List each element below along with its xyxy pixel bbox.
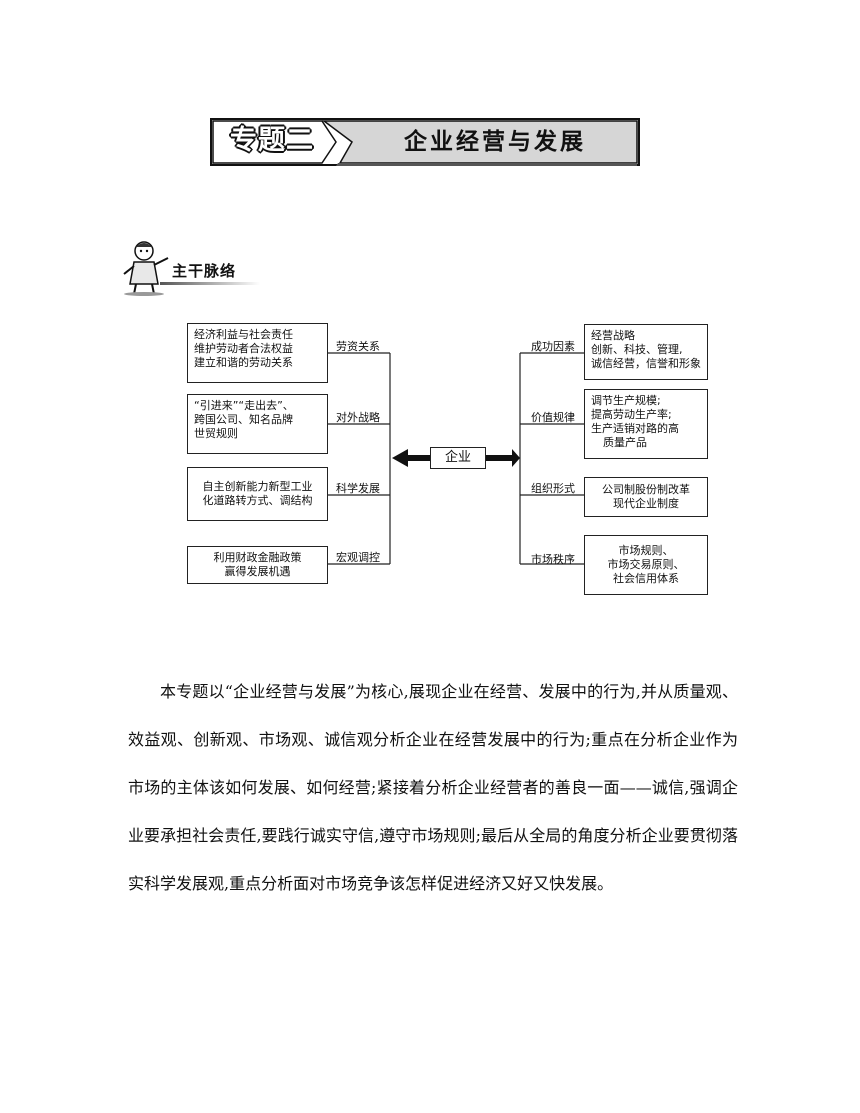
box-line: 建立和谐的劳动关系 [194, 356, 293, 369]
right-box-value-law: 调节生产规模; 提高劳动生产率; 生产适销对路的高 质量产品 [584, 389, 708, 459]
branch-label: 成功因素 [531, 340, 575, 353]
box-line: 跨国公司、知名品牌 [194, 413, 293, 426]
left-box-macro: 利用财政金融政策 赢得发展机遇 [187, 546, 328, 584]
intro-paragraph: 本专题以“企业经营与发展”为核心,展现企业在经营、发展中的行为,并从质量观、效益… [128, 668, 738, 908]
left-box-strategy: “引进来”“走出去”、 跨国公司、知名品牌 世贸规则 [187, 394, 328, 454]
box-line: 化道路转方式、调结构 [202, 494, 313, 507]
box-line: 调节生产规模; [591, 394, 661, 407]
right-box-market-order: 市场规则、 市场交易原则、 社会信用体系 [584, 535, 708, 595]
right-box-organization: 公司制股份制改革 现代企业制度 [584, 477, 708, 517]
branch-label: 价值规律 [531, 411, 575, 424]
branch-label: 组织形式 [531, 482, 575, 495]
box-line: 提高劳动生产率; [591, 408, 672, 421]
box-line: 质量产品 [603, 436, 647, 449]
branch-label: 劳资关系 [336, 340, 380, 353]
box-line: 生产适销对路的高 [591, 422, 679, 435]
box-line: 维护劳动者合法权益 [194, 342, 293, 355]
box-line: 诚信经营，信誉和形象 [591, 357, 701, 370]
box-line: 经济利益与社会责任 [194, 328, 293, 341]
intro-text: 本专题以“企业经营与发展”为核心,展现企业在经营、发展中的行为,并从质量观、效益… [128, 682, 738, 893]
box-line: 社会信用体系 [613, 572, 679, 585]
section-underline [160, 282, 260, 285]
box-line: 市场交易原则、 [607, 558, 685, 571]
box-line: 利用财政金融政策 [213, 551, 302, 564]
teacher-figure-icon [123, 241, 169, 296]
box-line: 市场规则、 [618, 544, 674, 557]
left-box-development: 自主创新能力新型工业 化道路转方式、调结构 [187, 467, 328, 521]
branch-label: 宏观调控 [336, 551, 380, 564]
section-title: 主干脉络 [172, 262, 237, 280]
box-line: “引进来”“走出去”、 [194, 399, 294, 412]
branch-label: 市场秩序 [531, 553, 575, 566]
right-box-success: 经营战略 创新、科技、管理, 诚信经营，信誉和形象 [584, 324, 708, 380]
left-box-labor: 经济利益与社会责任 维护劳动者合法权益 建立和谐的劳动关系 [187, 323, 328, 383]
box-line: 自主创新能力新型工业 [202, 480, 313, 493]
branch-label: 科学发展 [336, 482, 380, 495]
banner-frame [210, 118, 640, 166]
topic-number: 专题二 [230, 125, 314, 156]
box-line: 创新、科技、管理, [591, 343, 683, 356]
box-line: 赢得发展机遇 [224, 565, 291, 578]
topic-title: 企业经营与发展 [404, 129, 586, 155]
diagram-connectors [328, 352, 584, 565]
branch-label: 对外战略 [336, 411, 380, 424]
box-line: 现代企业制度 [613, 497, 679, 510]
topic-banner: 专题二 企业经营与发展 [210, 118, 640, 166]
center-node: 企业 [430, 447, 486, 469]
box-line: 世贸规则 [194, 427, 238, 440]
box-line: 公司制股份制改革 [602, 483, 690, 496]
box-line: 经营战略 [591, 329, 635, 342]
